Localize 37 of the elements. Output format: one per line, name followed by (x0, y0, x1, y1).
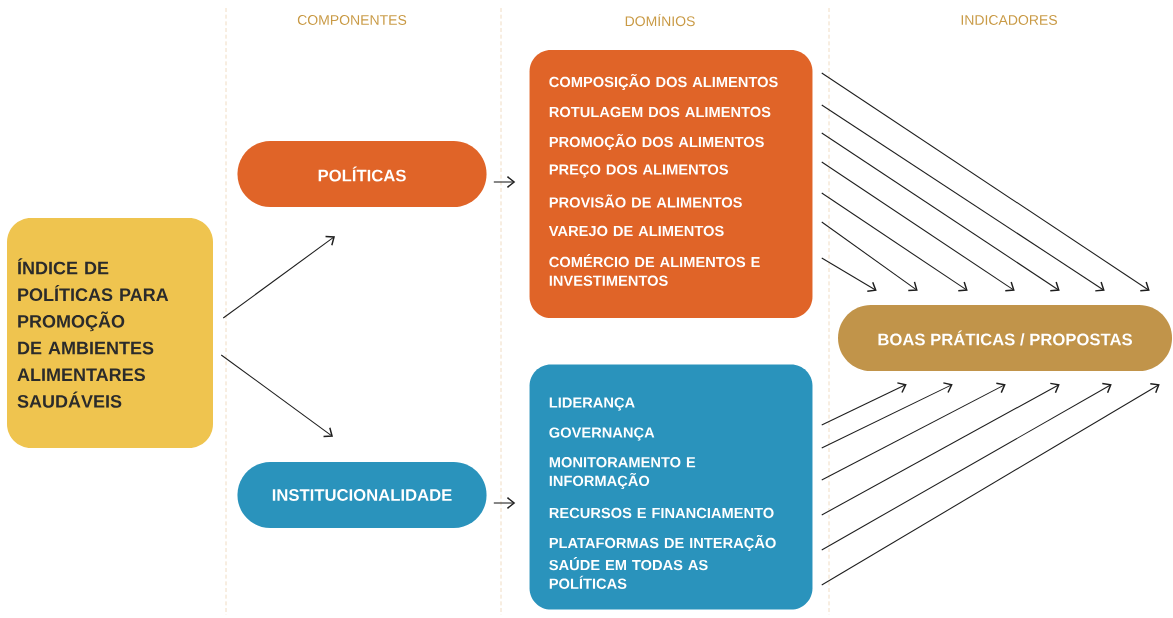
arrow (821, 382, 953, 449)
pill-box: INSTITUCIONALIDADE (237, 462, 487, 528)
arrow (821, 382, 1160, 586)
item-text: PLATAFORMAS DE INTERAÇÃO (549, 534, 776, 552)
column-heading: COMPONENTES (297, 15, 407, 25)
item-text: GOVERNANÇA (549, 427, 655, 441)
item-text: LIDERANÇA (549, 397, 635, 411)
item-text: ROTULAGEM DOS ALIMENTOS (549, 106, 771, 118)
title-box: ÍNDICE DE POLÍTICAS PARA PROMOÇÃO DE AMBIENTES ALIMENTARES SAUDÁVEIS (7, 218, 213, 448)
item-text: MONITORAMENTO E INFORMAÇÃO (549, 457, 696, 489)
arrow (821, 161, 1015, 292)
arrow (821, 192, 968, 292)
item-text: PROVISÃO DE ALIMENTOS (549, 194, 742, 208)
arrow (220, 354, 333, 438)
arrow (493, 175, 516, 189)
item-text: COMPOSIÇÃO DOS ALIMENTOS (549, 73, 778, 91)
arrow (821, 382, 1112, 551)
column-heading: INDICADORES (961, 15, 1057, 25)
arrow (821, 382, 907, 426)
arrow (821, 221, 918, 292)
arrow (821, 72, 1150, 292)
item-text: PREÇO DOS ALIMENTOS (549, 164, 728, 178)
arrow (821, 104, 1105, 292)
column-heading: DOMÍNIOS (625, 13, 695, 27)
item-text: VAREJO DE ALIMENTOS (548, 225, 724, 237)
arrow (821, 132, 1060, 292)
item-text: SAÚDE EM TODAS AS POLÍTICAS (549, 557, 708, 589)
arrow (493, 496, 516, 510)
pill-box: POLÍTICAS (237, 141, 487, 207)
item-text: RECURSOS E FINANCIAMENTO (549, 507, 774, 519)
item-text: COMÉRCIO DE ALIMENTOS E INVESTIMENTOS (549, 254, 760, 286)
arrow (821, 257, 877, 293)
arrow (222, 235, 335, 319)
arrow (821, 382, 1060, 516)
arrow (821, 382, 1006, 481)
pill-box: BOAS PRÁTICAS / PROPOSTAS (838, 305, 1172, 371)
item-text: PROMOÇÃO DOS ALIMENTOS (549, 133, 764, 151)
